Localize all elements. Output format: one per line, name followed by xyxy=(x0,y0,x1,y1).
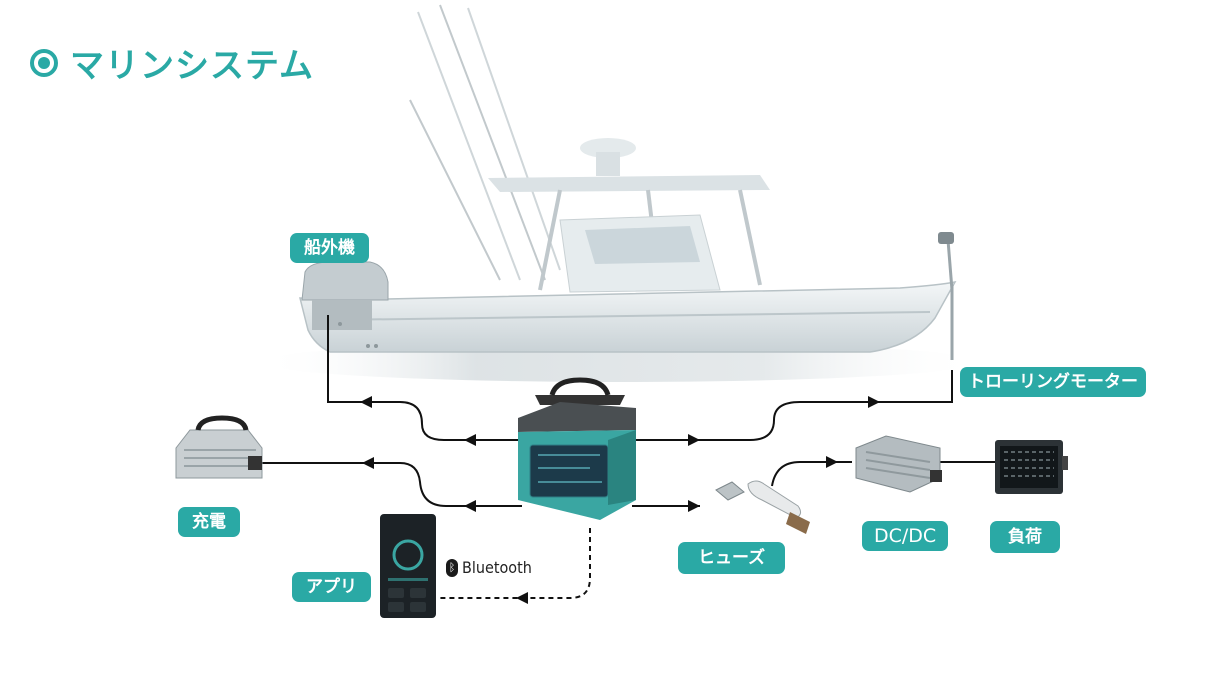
arrow-icon xyxy=(826,456,838,468)
label-trolling-motor: トローリングモーター xyxy=(960,367,1146,397)
page-title-text: マリンシステム xyxy=(70,46,314,86)
label-load: 負荷 xyxy=(990,521,1060,553)
arrow-icon xyxy=(464,434,476,446)
radio-ring-icon xyxy=(30,48,58,77)
arrow-icon xyxy=(360,396,372,408)
charger-illustration xyxy=(175,415,263,479)
label-outboard: 船外機 xyxy=(290,233,369,263)
arrow-icon xyxy=(868,396,880,408)
bluetooth-icon: ᛒ xyxy=(446,558,458,577)
arrow-icon xyxy=(464,500,476,512)
arrow-icon xyxy=(688,500,700,512)
bluetooth-text: Bluetooth xyxy=(462,558,532,577)
flow-arrows xyxy=(360,396,880,604)
page-title: マリンシステム xyxy=(30,38,314,87)
label-dcdc: DC/DC xyxy=(862,521,949,551)
dcdc-converter-illustration xyxy=(855,435,942,493)
label-fuse: ヒューズ xyxy=(678,542,786,574)
arrow-icon xyxy=(516,592,528,604)
load-illustration xyxy=(995,440,1068,494)
boat-illustration xyxy=(260,4,980,382)
bluetooth-badge: ᛒ Bluetooth xyxy=(446,558,532,577)
label-charge: 充電 xyxy=(178,507,240,537)
label-app: アプリ xyxy=(292,572,371,602)
phone-illustration xyxy=(380,514,436,618)
battery-illustration xyxy=(518,377,636,520)
arrow-icon xyxy=(688,434,700,446)
arrow-icon xyxy=(362,457,374,469)
fuse-illustration xyxy=(715,480,810,534)
